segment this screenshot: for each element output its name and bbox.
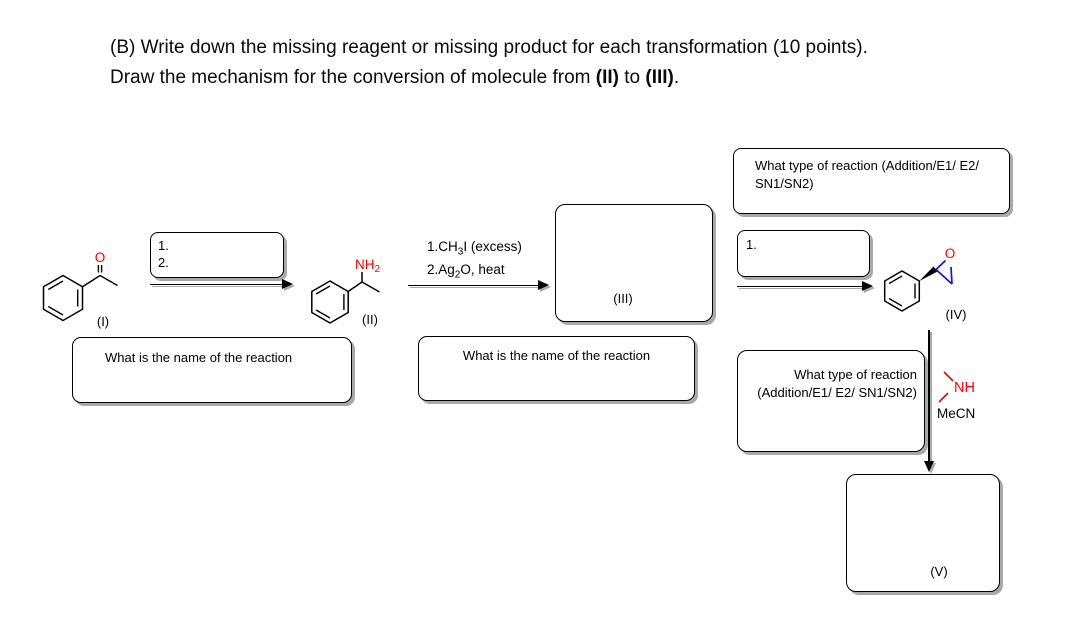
epoxide-ring-bonds (935, 259, 953, 285)
benzene-ring (883, 270, 921, 312)
reaction-arrow-1 (150, 279, 295, 290)
molecule-II-label: (II) (362, 312, 378, 327)
step1-item-1: 1. (158, 238, 169, 253)
reaction-arrow-3 (737, 281, 874, 292)
question-line-2: Draw the mechanism for the conversion of… (110, 67, 680, 88)
question-box-reaction-name-1: What is the name of the reaction (72, 337, 352, 403)
reagent-dimethylamine: NH (938, 371, 975, 403)
step2-reagent-line-1: 1.CH3I (excess) (427, 239, 522, 258)
arrow-shaft (408, 284, 539, 287)
question-box-reaction-type-2: What type of reaction (Addition/E1/ E2/ … (737, 350, 925, 452)
oxygen-atom-label: O (95, 250, 106, 265)
answer-box-product-III: (III) (555, 204, 713, 322)
question-line-1: (B) Write down the missing reagent or mi… (110, 37, 868, 58)
reaction-type-question-1-line-2: SN1/SN2) (755, 175, 814, 191)
reaction-type-question-2-line-1: What type of reaction (794, 367, 917, 382)
reaction-type-question-2-line-2: (Addition/E1/ E2/ SN1/SN2) (757, 385, 917, 400)
step1-item-2: 2. (158, 255, 169, 270)
reaction-name-question-2: What is the name of the reaction (462, 348, 651, 363)
epoxide-oxygen-label: O (945, 246, 956, 261)
aromatic-double-bonds (315, 285, 345, 319)
substituent-bonds (347, 272, 380, 293)
reaction-arrow-4 (924, 330, 934, 472)
step3-item-1: 1. (746, 237, 757, 252)
question-box-reaction-name-2: What is the name of the reaction (418, 336, 695, 401)
molecule-IV-label: (IV) (945, 307, 967, 322)
arrow-head (862, 281, 873, 291)
reaction-name-question-1: What is the name of the reaction (105, 350, 293, 365)
arrow-head (924, 461, 934, 472)
reaction-arrow-2 (408, 280, 550, 291)
benzene-ring (311, 280, 349, 324)
aromatic-double-bonds (47, 280, 79, 316)
arrow-head (282, 279, 293, 289)
reaction-type-question-1-line-1: What type of reaction (Addition/E1/ E2/ (755, 158, 980, 173)
amine-group-label: NH2 (355, 257, 381, 275)
molecule-II-ref: (II) (595, 67, 619, 88)
molecule-I-label: (I) (96, 314, 110, 329)
solvent-label: MeCN (937, 406, 976, 421)
stereo-wedge-bond (919, 266, 938, 281)
molecule-IV-styrene-oxide: O (883, 246, 956, 312)
step2-reagent-line-2: 2.Ag2O, heat (427, 261, 505, 281)
benzene-ring (42, 274, 84, 322)
step2-reagents: 1.CH3I (excess) 2.Ag2O, heat (427, 238, 522, 283)
molecule-V-label: (V) (930, 564, 948, 579)
question-box-reaction-type-1: What type of reaction (Addition/E1/ E2/ … (733, 148, 1010, 214)
question-header: (B) Write down the missing reagent or mi… (110, 33, 1030, 93)
arrow-shaft (150, 283, 283, 286)
molecule-II-phenylethylamine: NH2 (311, 257, 381, 324)
molecule-III-label: (III) (613, 291, 633, 306)
answer-box-step1-reagents: 1. 2. (150, 232, 284, 278)
arrow-shaft (928, 330, 930, 462)
arrow-head (538, 280, 549, 290)
carbonyl-and-methyl-bonds (82, 274, 118, 288)
answer-box-product-V: (V) (846, 474, 1000, 592)
carbonyl-double-bond (97, 265, 103, 273)
arrow-shaft (737, 285, 863, 288)
amine-nh-label: NH (954, 380, 975, 396)
answer-box-step3-reagent: 1. (737, 230, 870, 277)
molecule-III-ref: (III) (645, 67, 674, 88)
molecule-I-acetophenone: O (42, 250, 118, 322)
amine-methyl-bonds (938, 371, 954, 403)
aromatic-double-bonds (888, 275, 916, 307)
